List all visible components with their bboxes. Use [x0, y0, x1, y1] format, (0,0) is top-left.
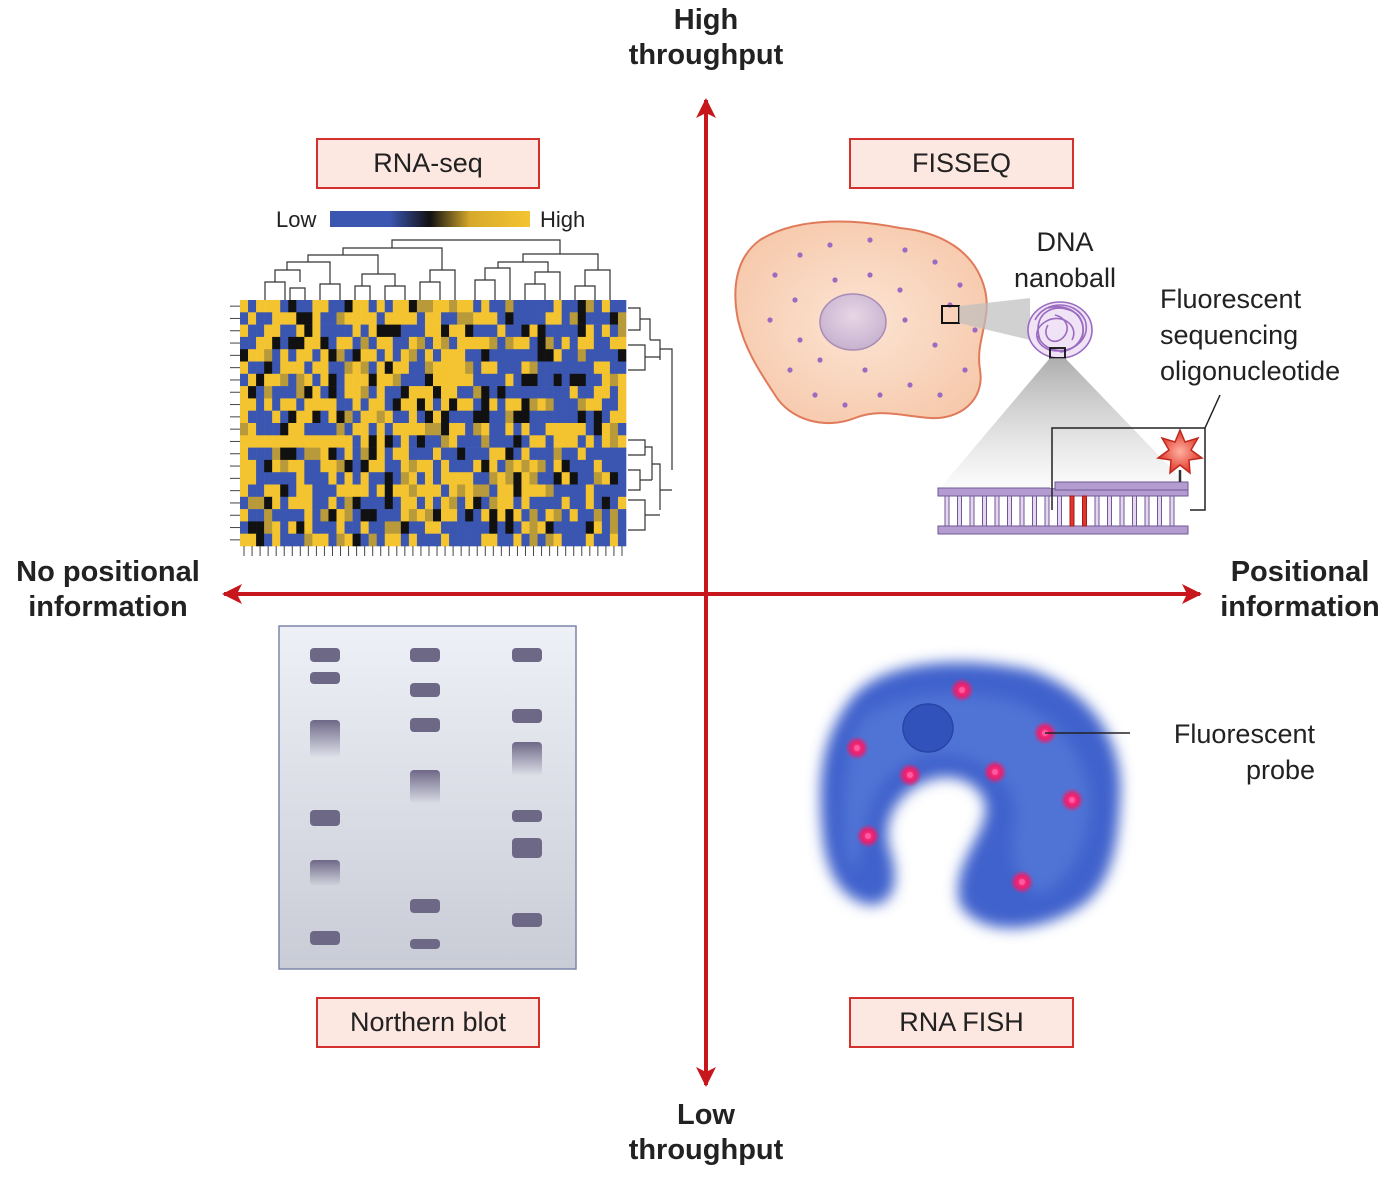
rnafish-cell [820, 662, 1121, 929]
fluorophore-star-icon [1156, 428, 1204, 475]
dna-ladder [937, 484, 1189, 535]
method-label-rnaseq: RNA-seq [316, 138, 540, 189]
heatmap-high-label: High [540, 207, 586, 232]
fisseq-nucleus [819, 293, 887, 351]
dna-nanoball [1027, 301, 1093, 359]
fisseq-zoom-cone [959, 298, 1030, 340]
method-label-fisseq: FISSEQ [849, 138, 1074, 189]
nanoball-zoom-cone [940, 358, 1190, 488]
northern-blot-bands [310, 648, 542, 949]
axis-label-left: No positional information [16, 556, 200, 623]
axis-label-top: High throughput [628, 4, 784, 71]
oligo-leader-line [1051, 394, 1221, 511]
fisseq-rna-dots [767, 237, 978, 408]
heatmap-dendrogram [264, 239, 673, 531]
method-label-rnafish: RNA FISH [849, 997, 1074, 1048]
axis-label-right: Positional information [1220, 556, 1380, 623]
rnafish-nucleus [902, 703, 954, 753]
oligo-label: Fluorescent sequencing oligonucleotide [1160, 284, 1341, 386]
nanoball-label: DNA nanoball [1013, 227, 1117, 293]
heatmap-ticks [230, 305, 623, 556]
method-label-northern: Northern blot [316, 997, 540, 1048]
heatmap-colorbar [330, 211, 530, 227]
heatmap [240, 300, 627, 547]
sequencing-oligo [1054, 428, 1204, 491]
probe-label: Fluorescent probe [1173, 719, 1315, 785]
axis-label-bottom: Low throughput [628, 1099, 784, 1166]
heatmap-low-label: Low [276, 207, 317, 232]
